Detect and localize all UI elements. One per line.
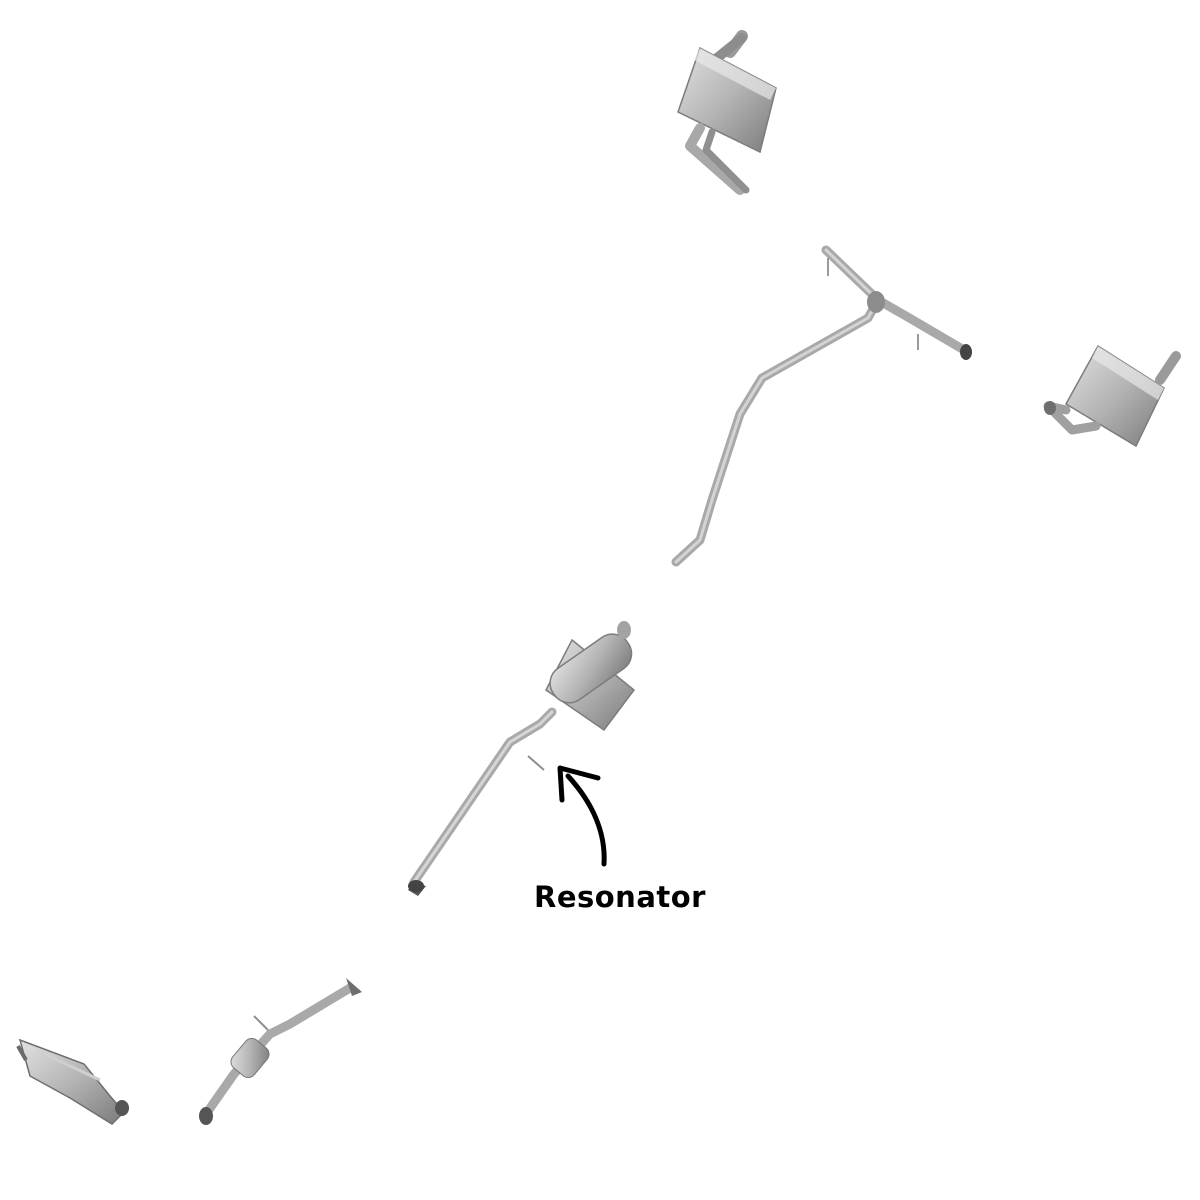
resonator-label: Resonator [534,880,706,914]
resonator-assembly [408,621,636,896]
catalytic-converter [16,1038,129,1125]
left-rear-muffler [677,30,777,195]
right-rear-muffler [1043,344,1181,448]
resonator-callout-arrow [557,765,607,867]
y-pipe-intermediate [671,245,972,567]
front-pipe [199,978,362,1125]
